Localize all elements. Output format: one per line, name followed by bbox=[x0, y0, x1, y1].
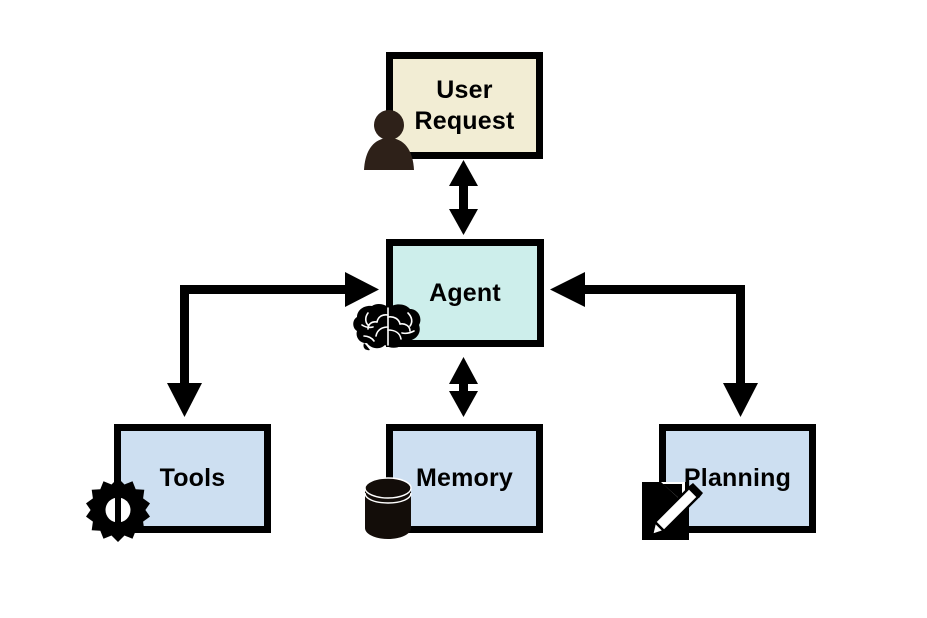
connector-agent-memory bbox=[449, 357, 478, 417]
node-planning[interactable]: Planning bbox=[659, 424, 816, 533]
node-agent-label: Agent bbox=[429, 278, 501, 307]
node-planning-label: Planning bbox=[683, 464, 792, 493]
node-tools-label: Tools bbox=[159, 464, 226, 493]
node-memory[interactable]: Memory bbox=[386, 424, 543, 533]
node-tools[interactable]: Tools bbox=[114, 424, 271, 533]
node-memory-label: Memory bbox=[415, 464, 514, 493]
connector-user-request-agent bbox=[449, 160, 478, 235]
node-agent[interactable]: Agent bbox=[386, 239, 544, 347]
